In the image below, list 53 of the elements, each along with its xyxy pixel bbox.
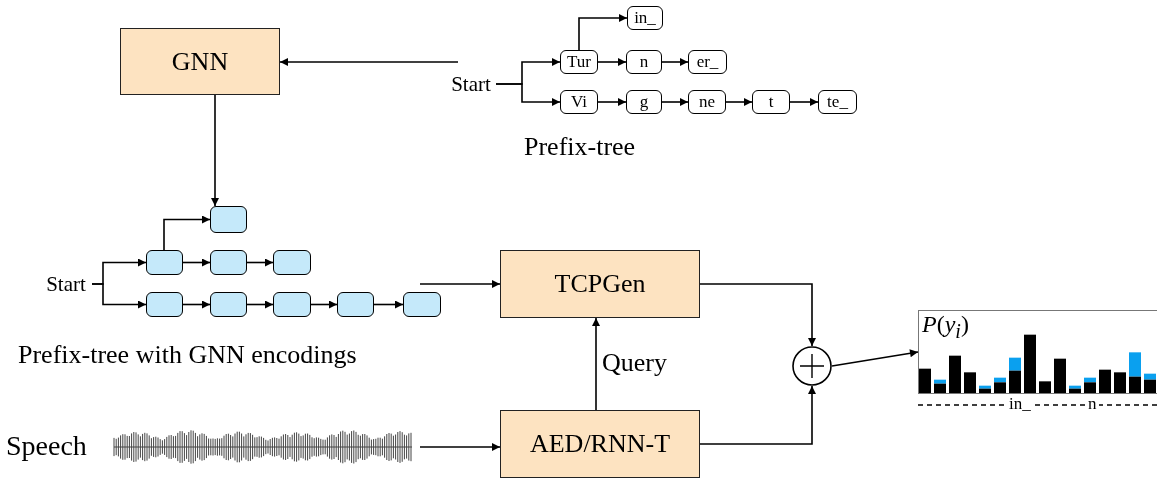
token-box: in_: [627, 6, 663, 30]
encoding-box: [210, 250, 247, 275]
arrow: [699, 385, 816, 445]
arrow: [419, 280, 501, 288]
input-label: Speech: [6, 430, 87, 462]
encoding-box: [273, 292, 311, 317]
encoding-box: [403, 292, 441, 317]
arrow: [597, 98, 627, 106]
arrow: [211, 94, 219, 207]
arrow: [725, 98, 753, 106]
encoding-box: [210, 206, 247, 233]
arrow: [592, 317, 600, 411]
encoding-box: [146, 250, 183, 275]
encoding-box: [337, 292, 374, 317]
arrow: [182, 300, 211, 309]
caption: Prefix-tree with GNN encodings: [18, 340, 357, 370]
arrow: [661, 58, 689, 66]
token-box: te_: [818, 90, 857, 114]
arrow: [831, 349, 919, 367]
arrow: [661, 98, 689, 106]
start-label: Start: [40, 270, 92, 298]
token-box: Tur: [560, 50, 598, 74]
sum-circle: [792, 346, 832, 386]
chart-panel: [918, 310, 1157, 394]
arrow: [279, 58, 459, 66]
start-label: Start: [446, 70, 496, 98]
arrow: [246, 258, 274, 267]
arrow: [789, 98, 819, 106]
process-box: AED/RNN-T: [500, 410, 700, 478]
arrow: [419, 443, 501, 451]
encoding-box: [146, 292, 183, 317]
token-box: t: [752, 90, 790, 114]
arrow: [310, 300, 338, 309]
process-box: TCPGen: [500, 250, 700, 318]
caption: Prefix-tree: [524, 132, 636, 162]
token-box: g: [626, 90, 662, 114]
encoding-box: [210, 292, 247, 317]
token-box: Vi: [560, 90, 598, 114]
arrow: [246, 300, 274, 309]
token-box: n: [626, 50, 662, 74]
arrow: [163, 215, 211, 251]
arrow: [495, 83, 561, 106]
token-box: er_: [688, 50, 727, 74]
chart-title: P(y$_{i}$): [922, 311, 969, 342]
arrow: [182, 258, 211, 267]
arrow: [578, 14, 628, 51]
arrow: [91, 283, 147, 309]
arrow: [699, 283, 816, 347]
arrow: [597, 58, 627, 66]
encoding-box: [273, 250, 311, 275]
arrow: [373, 300, 404, 309]
token-box: ne: [688, 90, 726, 114]
process-box: GNN: [120, 28, 280, 95]
